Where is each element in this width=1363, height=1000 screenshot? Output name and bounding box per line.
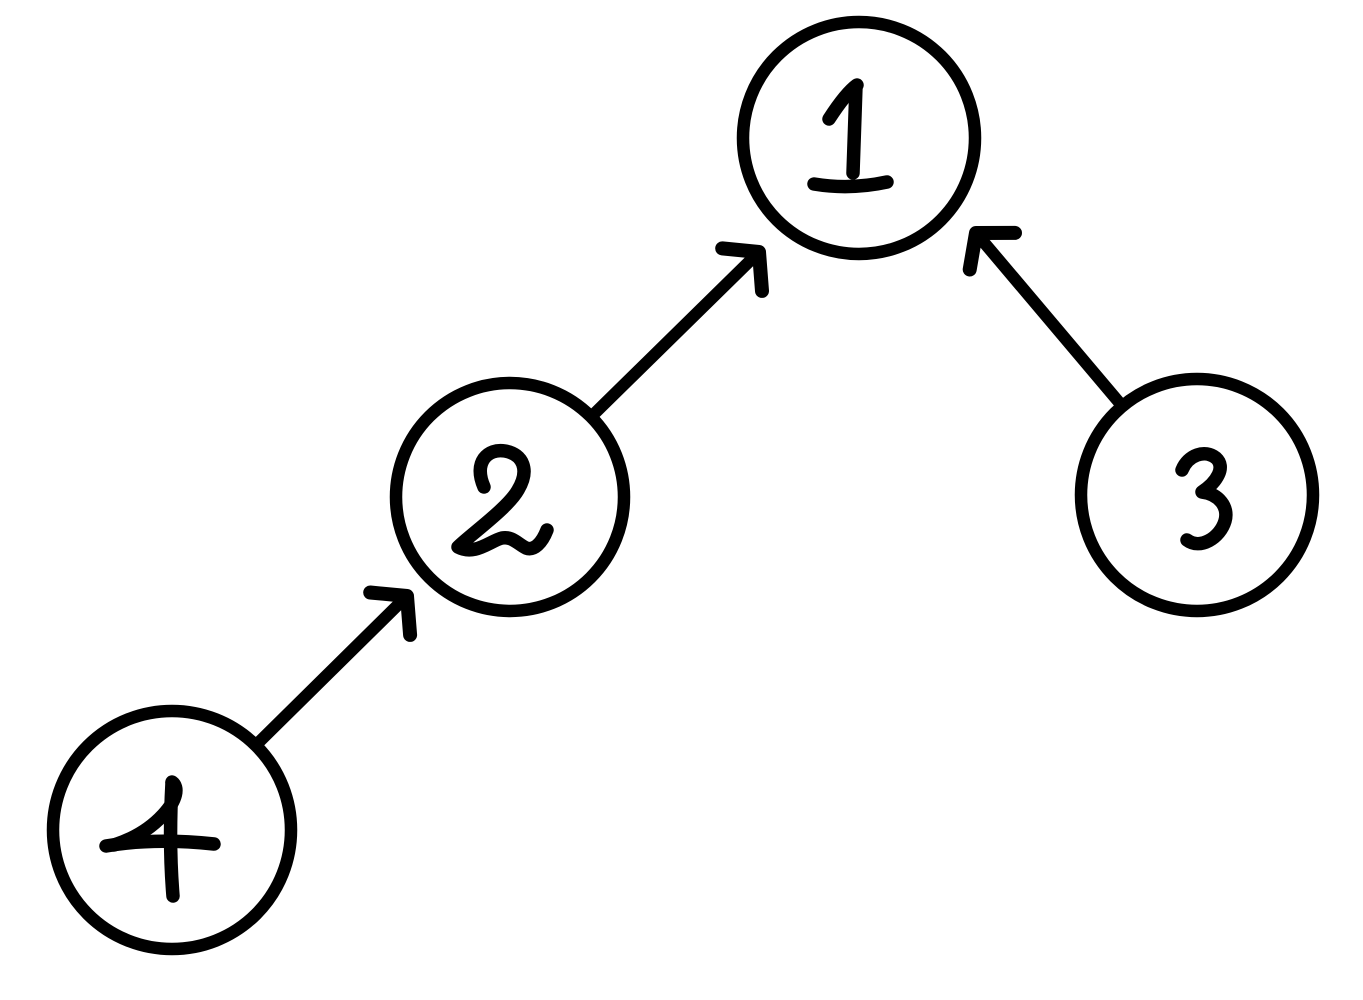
node-label-stroke bbox=[163, 776, 180, 903]
graph-node-1 bbox=[736, 15, 982, 261]
graph-node-4 bbox=[46, 704, 298, 956]
node-label-stroke bbox=[1175, 447, 1233, 551]
graph-node-3 bbox=[1074, 372, 1320, 618]
edge-line bbox=[975, 233, 1129, 413]
node-label bbox=[807, 78, 894, 194]
edge-3-to-1 bbox=[962, 225, 1129, 413]
node-label bbox=[1175, 447, 1233, 551]
edge-4-to-2 bbox=[247, 585, 418, 754]
arrowhead-icon bbox=[962, 225, 1022, 277]
graph-node-2 bbox=[389, 376, 631, 618]
node-label-stroke bbox=[451, 443, 554, 557]
node-label bbox=[99, 775, 221, 903]
node-label-stroke bbox=[807, 175, 894, 194]
edge-line bbox=[588, 251, 760, 420]
node-label-stroke bbox=[99, 834, 221, 853]
edge-2-to-1 bbox=[588, 241, 769, 420]
node-label bbox=[451, 443, 554, 557]
edge-line bbox=[247, 595, 408, 754]
arrowhead-icon bbox=[715, 241, 769, 298]
arrowhead-icon bbox=[363, 585, 418, 642]
node-label-stroke bbox=[846, 79, 863, 180]
